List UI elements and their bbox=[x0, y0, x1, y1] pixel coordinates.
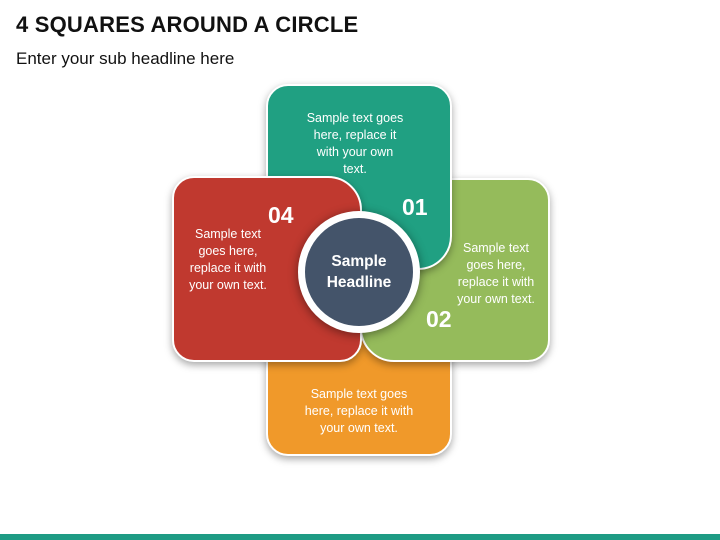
square-04-text-line: replace it with bbox=[189, 261, 267, 275]
square-01-text-line: here, replace it bbox=[313, 128, 397, 142]
square-04-text-line: Sample text bbox=[194, 227, 261, 241]
center-circle: Sample Headline bbox=[298, 211, 420, 333]
square-04-text: Sample text goes here, replace it with y… bbox=[178, 226, 278, 294]
square-04-number: 04 bbox=[268, 202, 294, 228]
square-03-text-line: Sample text goes bbox=[310, 387, 408, 401]
square-02-text: Sample text goes here, replace it with y… bbox=[446, 240, 546, 308]
square-04-text-line: goes here, bbox=[198, 244, 258, 258]
square-01-text-line: Sample text goes bbox=[306, 111, 404, 125]
square-02-number: 02 bbox=[426, 306, 452, 332]
square-01-text-line: with your own bbox=[316, 145, 394, 159]
footer-bar bbox=[0, 534, 720, 540]
square-02-text-line: replace it with bbox=[457, 275, 535, 289]
center-headline-line: Sample bbox=[331, 253, 387, 270]
page-subtitle: Enter your sub headline here bbox=[16, 49, 235, 68]
square-01-text: Sample text goes here, replace it with y… bbox=[282, 110, 428, 178]
square-03-text: Sample text goes here, replace it with y… bbox=[286, 386, 432, 437]
square-03-text-line: your own text. bbox=[320, 421, 398, 435]
square-02-text-line: Sample text bbox=[462, 241, 529, 255]
square-01-number: 01 bbox=[402, 194, 428, 220]
square-03-text-line: here, replace it with bbox=[304, 404, 414, 418]
center-headline: Sample Headline bbox=[314, 251, 404, 293]
square-02-text-line: your own text. bbox=[457, 292, 535, 306]
square-04-text-line: your own text. bbox=[189, 278, 267, 292]
page-title: 4 SQUARES AROUND A CIRCLE bbox=[16, 12, 359, 37]
center-headline-line: Headline bbox=[326, 274, 392, 291]
square-02-text-line: goes here, bbox=[466, 258, 526, 272]
square-01-text-line: text. bbox=[343, 162, 367, 176]
